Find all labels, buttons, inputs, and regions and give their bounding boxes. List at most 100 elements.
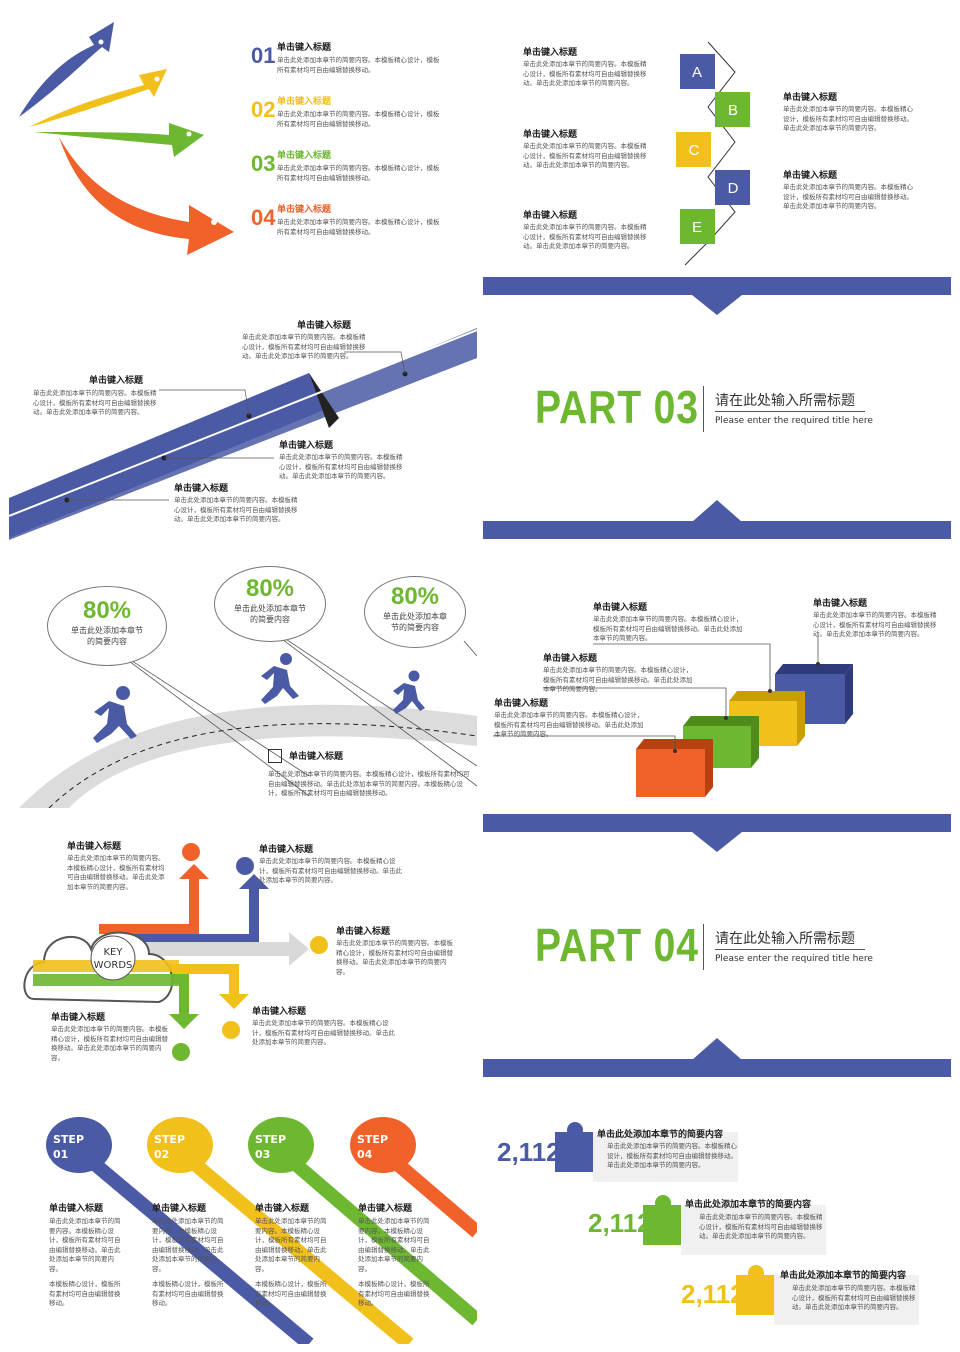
left-title-2[interactable]: 单击键入标题 [523,130,578,140]
step-1-desc2: 本模板精心设计，模板所有素材均可自由编辑替换移动。 [49,1280,121,1307]
step-2-title[interactable]: 单击键入标题 [152,1204,207,1214]
block-desc-2: 单击此处添加本章节的简要内容。本模板精心设计，模板所有素材均可自由编辑替换移动。… [543,666,693,693]
agenda-title-04[interactable]: 单击键入标题 [277,205,332,215]
kw-desc-3: 单击此处添加本章节的简要内容。本模板精心设计，模板所有素材均可自由编辑替换移动。… [336,939,453,976]
step-2-num: 02 [154,1148,170,1161]
runner-title[interactable]: 单击键入标题 [289,752,344,762]
letter-d: D [728,180,739,197]
step-4-label: STEP [357,1133,389,1146]
kw-title-3[interactable]: 单击键入标题 [336,927,391,937]
block-desc-1: 单击此处添加本章节的简要内容。本模板精心设计，模板所有素材均可自由编辑替换移动。… [494,711,644,738]
step-1-desc: 单击此处添加本章节的简要内容。本模板精心设计，模板所有素材均可自由编辑替换移动。… [49,1217,121,1273]
part-03-divider [703,386,704,432]
right-title-1[interactable]: 单击键入标题 [783,93,838,103]
bottom-notch [692,1038,742,1060]
bubble-2-pct: 80% [245,575,295,602]
agenda-title-02[interactable]: 单击键入标题 [277,97,332,107]
step-2-desc: 单击此处添加本章节的简要内容。本模板精心设计，模板所有素材均可自由编辑替换移动。… [152,1217,224,1273]
right-desc-2: 单击此处添加本章节的简要内容。本模板精心设计，模板所有素材均可自由编辑替换移动。… [783,183,913,210]
slide-keywords-cloud: KEY WORDS 单击键入标题 单击此处添加本章节的简要内容。本模板精心设计，… [9,834,477,1074]
step-3-num: 03 [255,1148,271,1161]
part-04-title-cn[interactable]: 请在此处输入所需标题 [715,931,855,947]
step-3-desc2: 本模板精心设计，模板所有素材均可自由编辑替换移动。 [255,1280,327,1307]
part-03-title-cn[interactable]: 请在此处输入所需标题 [715,393,855,409]
letter-e: E [692,219,702,236]
bubble-1-pct: 80% [82,597,132,624]
block-title-3[interactable]: 单击键入标题 [593,603,648,613]
bar-notch [692,832,742,852]
block-desc-4: 单击此处添加本章节的简要内容。本模板精心设计，模板所有素材均可自由编辑替换移动。… [813,611,937,638]
track-graphic [19,617,477,808]
stat-1-num: 2,112 [497,1137,561,1167]
slide-part-04: PART 04 请在此处输入所需标题 Please enter the requ… [483,856,951,1078]
part-04-underline [715,949,865,950]
stripe-title-4[interactable]: 单击键入标题 [174,484,229,494]
part-04-title-en[interactable]: Please enter the required title here [715,954,873,964]
kw-desc-5: 单击此处添加本章节的简要内容。本模板精心设计，模板所有素材均可自由编辑替换移动。… [51,1025,168,1062]
kw-title-1[interactable]: 单击键入标题 [67,842,122,852]
slide-3d-blocks: 单击键入标题 单击此处添加本章节的简要内容。本模板精心设计，模板所有素材均可自由… [483,546,951,852]
stat-1-desc: 单击此处添加本章节的简要内容。本模板精心设计，模板所有素材均可自由编辑替换移动。… [607,1142,737,1169]
agenda-desc-04: 单击此处添加本章节的简要内容。本模板精心设计，模板所有素材均可自由编辑替换移动。 [277,218,440,236]
stat-2-desc: 单击此处添加本章节的简要内容。本模板精心设计，模板所有素材均可自由编辑替换移动。… [699,1213,823,1240]
right-desc-1: 单击此处添加本章节的简要内容。本模板精心设计，模板所有素材均可自由编辑替换移动。… [783,105,913,132]
part-03-label: PART 03 [535,381,699,433]
step-2-label: STEP [154,1133,186,1146]
cloud-line-2: WORDS [93,960,133,971]
bottom-notch [692,500,742,522]
block-desc-3: 单击此处添加本章节的简要内容。本模板精心设计，模板所有素材均可自由编辑替换移动。… [593,615,743,642]
stat-1-title[interactable]: 单击此处添加本章节的简要内容 [597,1130,724,1140]
step-3-title[interactable]: 单击键入标题 [255,1204,310,1214]
block-title-2[interactable]: 单击键入标题 [543,654,598,664]
letter-a: A [692,64,702,81]
part-03-title-en[interactable]: Please enter the required title here [715,416,873,426]
stat-3-title[interactable]: 单击此处添加本章节的简要内容 [780,1271,907,1281]
kw-title-2[interactable]: 单击键入标题 [259,845,314,855]
left-title-1[interactable]: 单击键入标题 [523,48,578,58]
kw-desc-1: 单击此处添加本章节的简要内容。本模板精心设计，模板所有素材均可自由编辑替换移动。… [67,854,165,891]
agenda-desc-02: 单击此处添加本章节的简要内容。本模板精心设计，模板所有素材均可自由编辑替换移动。 [277,110,440,128]
block-title-1[interactable]: 单击键入标题 [494,699,549,709]
block-title-4[interactable]: 单击键入标题 [813,599,868,609]
step-1-label: STEP [53,1133,85,1146]
agenda-title-01[interactable]: 单击键入标题 [277,43,332,53]
bubble-1: 80% 单击此处添加本章节的简要内容 [47,586,167,666]
step-pins-graphic [46,1117,477,1344]
letter-b: B [728,102,738,119]
bar-notch [692,295,742,315]
stripe-desc-1: 单击此处添加本章节的简要内容。本模板精心设计，模板所有素材均可自由编辑替换移动。… [242,333,366,360]
stripe-desc-4: 单击此处添加本章节的简要内容。本模板精心设计，模板所有素材均可自由编辑替换移动。… [174,496,298,523]
bottom-bar [483,277,951,295]
slide-runners: 80% 单击此处添加本章节的简要内容 80% 单击此处添加本章节的简要内容 80… [9,546,477,808]
left-desc-1: 单击此处添加本章节的简要内容。本模板精心设计，模板所有素材均可自由编辑替换移动。… [523,60,647,87]
part-03-underline [715,411,865,412]
stat-2-title[interactable]: 单击此处添加本章节的简要内容 [685,1200,812,1210]
kw-title-4[interactable]: 单击键入标题 [252,1007,307,1017]
step-3-desc: 单击此处添加本章节的简要内容。本模板精心设计，模板所有素材均可自由编辑替换移动。… [255,1217,327,1273]
diagonal-stripe-graphic [9,328,477,540]
part-04-label: PART 04 [535,919,699,971]
stripe-title-2[interactable]: 单击键入标题 [89,376,144,386]
edit-icon [268,749,282,763]
stat-2-num: 2,112 [588,1208,652,1238]
right-title-2[interactable]: 单击键入标题 [783,171,838,181]
step-4-title[interactable]: 单击键入标题 [358,1204,413,1214]
bottom-bar [483,521,951,539]
left-desc-2: 单击此处添加本章节的简要内容。本模板精心设计，模板所有素材均可自由编辑替换移动。… [523,142,647,169]
bottom-bar [483,814,951,832]
stripe-title-3[interactable]: 单击键入标题 [279,441,334,451]
stat-3-desc: 单击此处添加本章节的简要内容。本模板精心设计，模板所有素材均可自由编辑替换移动。… [792,1284,916,1311]
kw-desc-2: 单击此处添加本章节的简要内容。本模板精心设计，模板所有素材均可自由编辑替换移动。… [259,857,402,884]
bottom-bar [483,1059,951,1077]
step-2-desc2: 本模板精心设计，模板所有素材均可自由编辑替换移动。 [152,1280,224,1307]
stripe-title-1[interactable]: 单击键入标题 [297,321,352,331]
agenda-title-03[interactable]: 单击键入标题 [277,151,332,161]
kw-title-5[interactable]: 单击键入标题 [51,1013,106,1023]
step-3-label: STEP [255,1133,287,1146]
letter-c: C [689,142,700,159]
bubble-2-text: 单击此处添加本章节的简要内容 [234,604,306,624]
step-1-title[interactable]: 单击键入标题 [49,1204,104,1214]
bubble-3: 80% 单击此处添加本章节的简要内容 [364,576,466,648]
left-title-3[interactable]: 单击键入标题 [523,211,578,221]
